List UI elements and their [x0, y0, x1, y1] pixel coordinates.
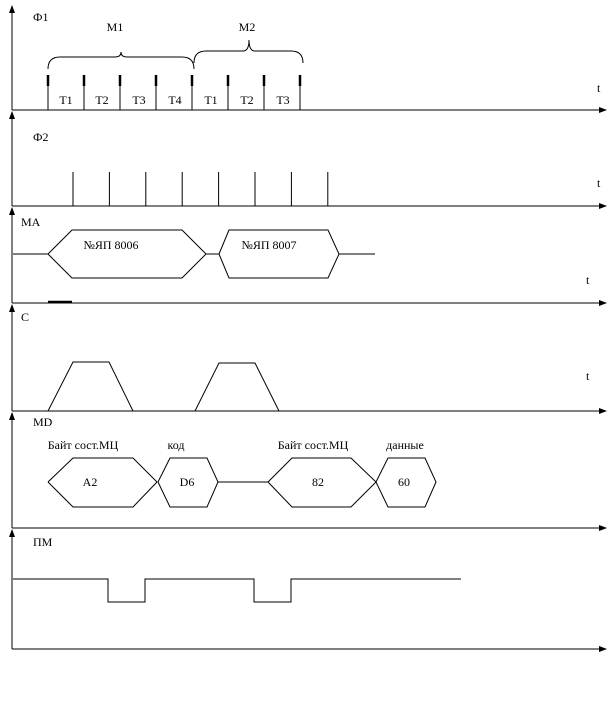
cycle-label-m1: M1 — [107, 20, 124, 34]
md-value: A2 — [83, 475, 98, 489]
time-label-c: t — [586, 369, 590, 383]
ma-value: №ЯП 8006 — [83, 238, 138, 252]
state-label: T2 — [240, 93, 253, 107]
brace-m2 — [193, 39, 304, 64]
panel-label-phi1: Ф1 — [33, 10, 48, 24]
md-data-hex — [47, 457, 158, 508]
panel-label-phi2: Ф2 — [33, 130, 48, 144]
md-value: D6 — [180, 475, 195, 489]
panel-label-c: C — [21, 310, 29, 324]
ma-value: №ЯП 8007 — [241, 238, 296, 252]
state-label: T1 — [59, 93, 72, 107]
md-caption: данные — [386, 438, 424, 452]
md-value: 60 — [398, 475, 410, 489]
cycle-label-m2: M2 — [239, 20, 256, 34]
time-label-phi2: t — [597, 176, 601, 190]
state-label: T1 — [204, 93, 217, 107]
panel-label-ma: MA — [21, 215, 41, 229]
panel-label-pm: ПМ — [33, 535, 53, 549]
state-label: T4 — [168, 93, 181, 107]
brace-m1 — [47, 51, 195, 70]
md-data-hex — [375, 457, 437, 508]
state-label: T3 — [276, 93, 289, 107]
time-label-phi1: t — [597, 81, 601, 95]
md-caption: Байт сост.МЦ — [48, 438, 119, 452]
state-label: T3 — [132, 93, 145, 107]
panel-label-md: MD — [33, 415, 53, 429]
md-caption: Байт сост.МЦ — [278, 438, 349, 452]
md-value: 82 — [312, 475, 324, 489]
c-pulse — [194, 362, 280, 412]
pm-signal — [13, 578, 461, 603]
state-label: T2 — [95, 93, 108, 107]
c-pulse — [47, 361, 134, 412]
md-caption: код — [168, 438, 185, 452]
time-label-ma: t — [586, 273, 590, 287]
